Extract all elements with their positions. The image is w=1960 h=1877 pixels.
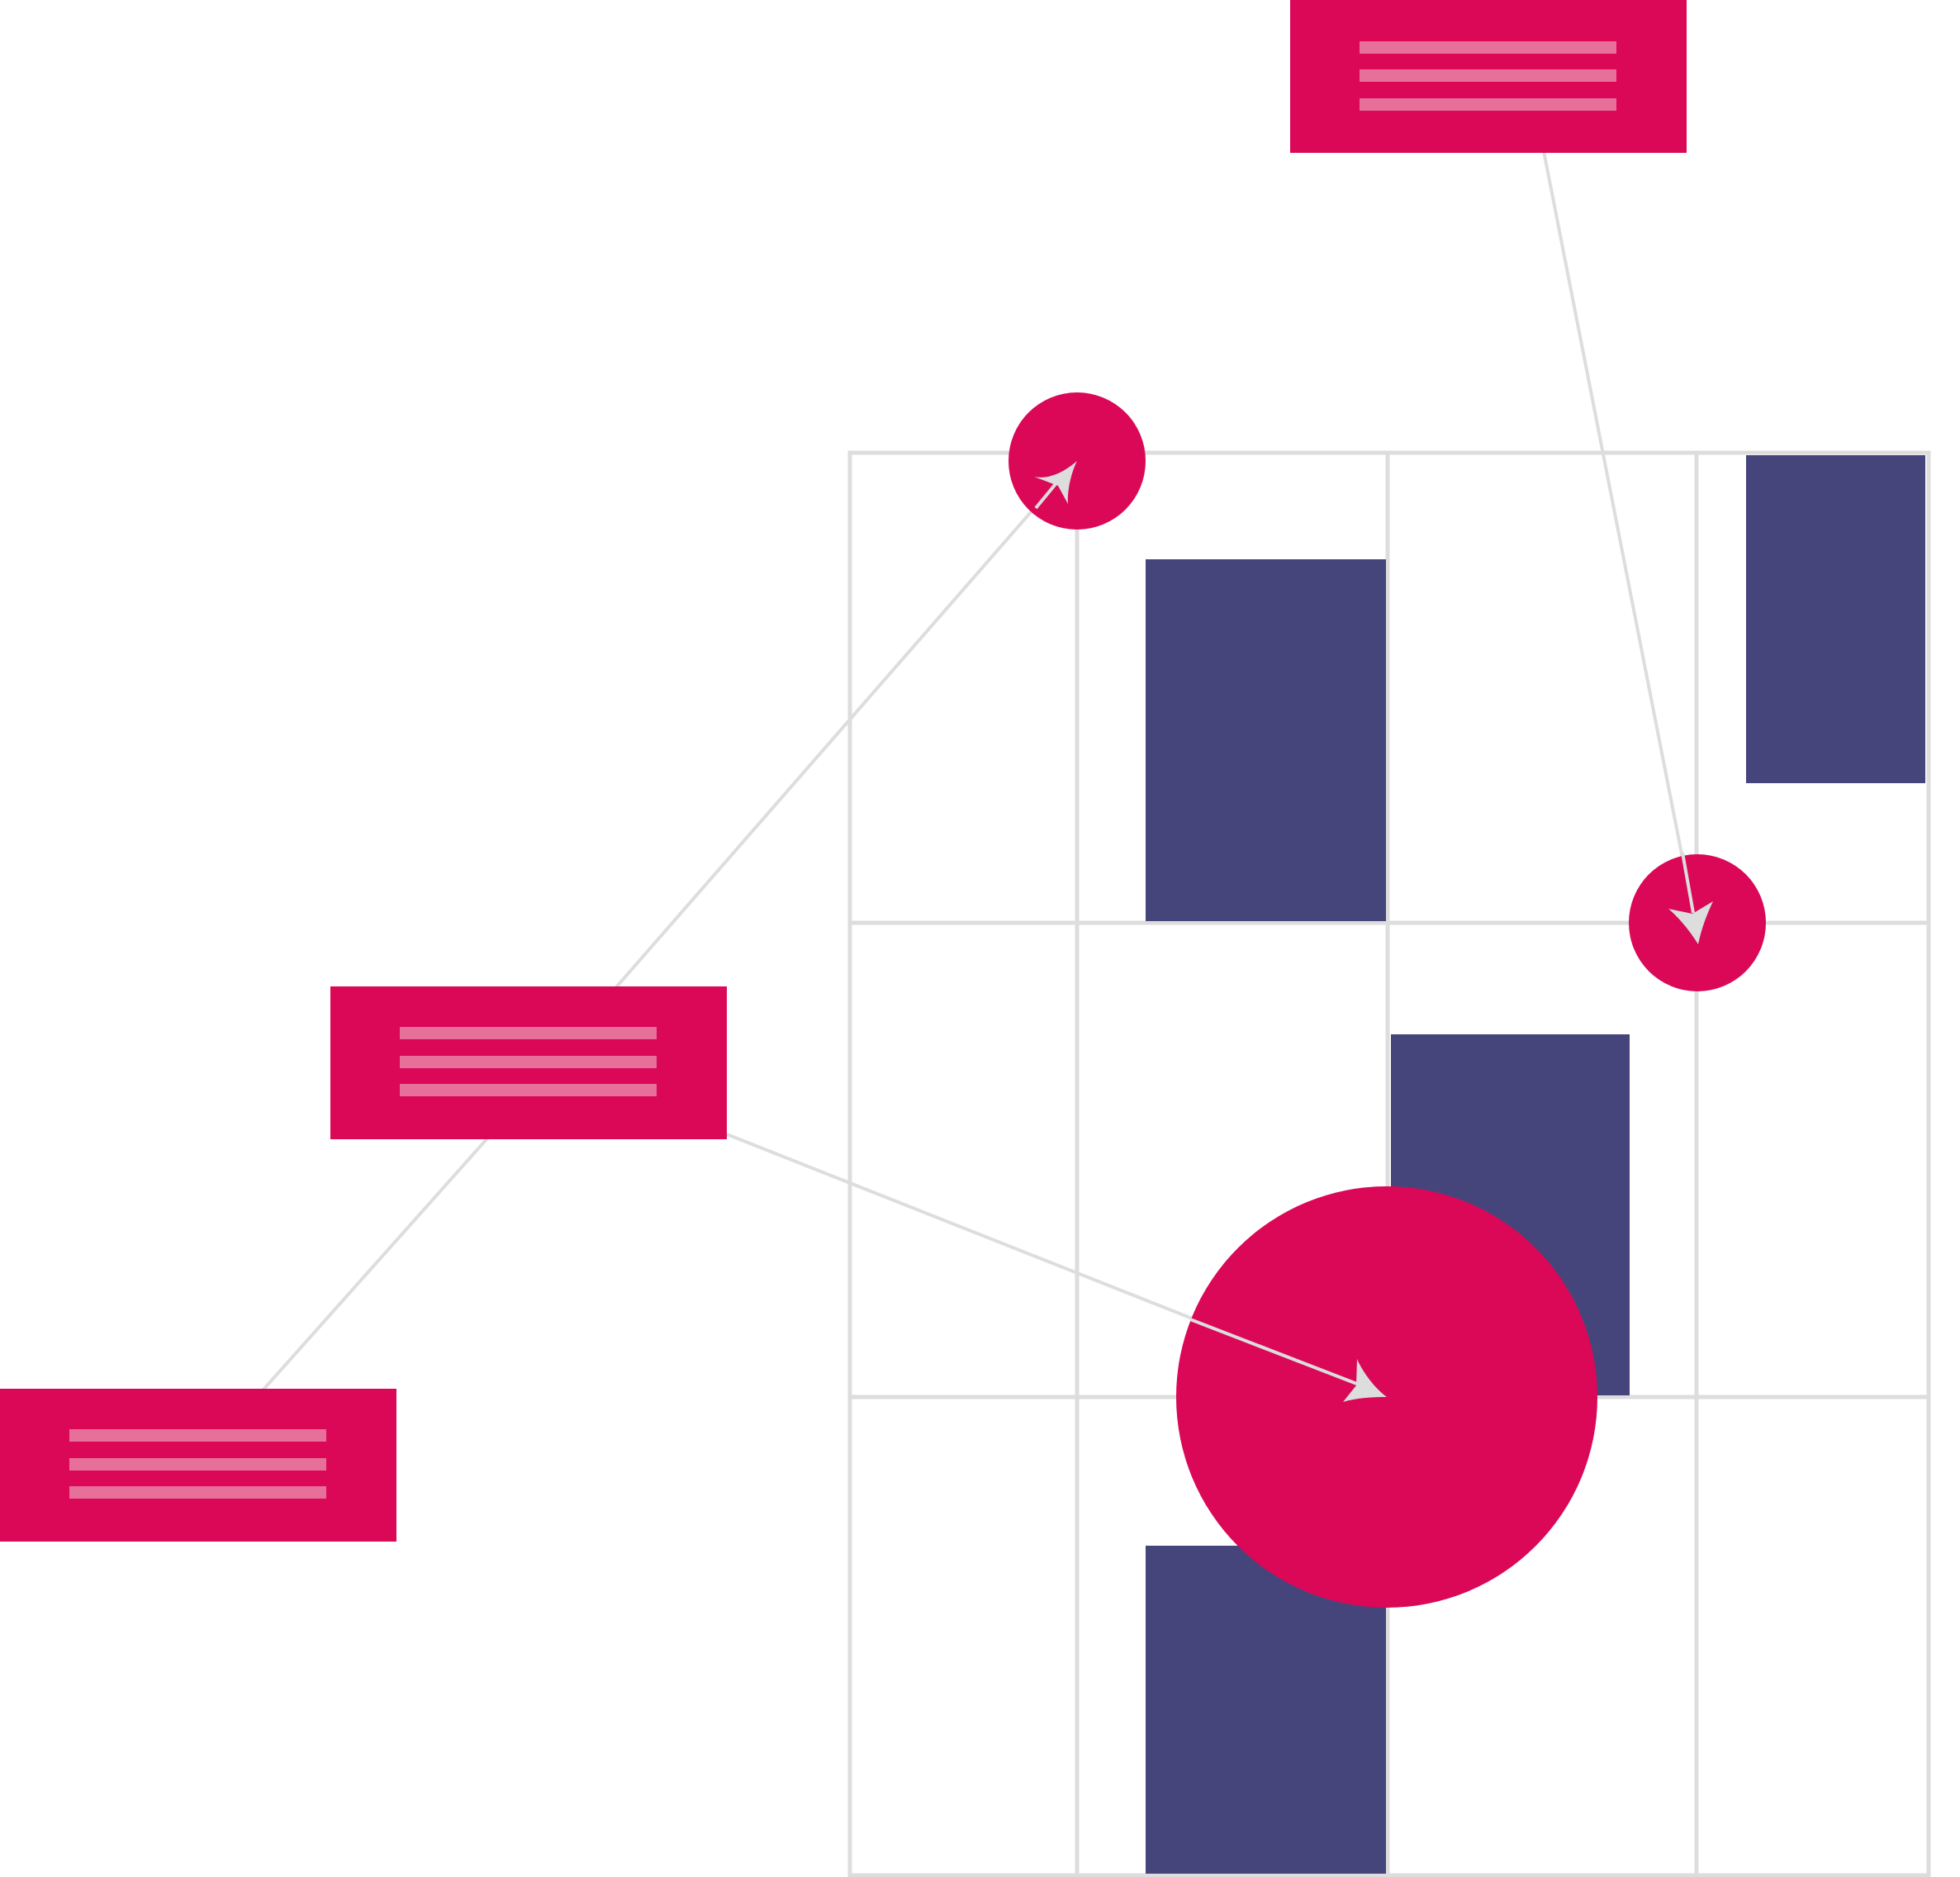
connector-tip-right	[1681, 852, 1695, 914]
text-lines-icon	[69, 1429, 326, 1499]
block-top-right	[1746, 455, 1925, 783]
text-lines-icon	[400, 1027, 657, 1096]
card-bottom-left[interactable]	[0, 1389, 396, 1542]
blocks	[1146, 455, 1925, 1874]
connector-bottom-left-to-middle	[261, 1137, 489, 1392]
arrowhead-icon	[1668, 901, 1713, 944]
arrowhead-icon	[1343, 1359, 1387, 1402]
card-middle-left[interactable]	[330, 986, 727, 1139]
grid	[847, 450, 1931, 1877]
connector-tip-large	[1189, 1318, 1362, 1387]
connector-tip-top	[1034, 478, 1061, 510]
card-top-right[interactable]	[1290, 0, 1687, 153]
cards	[0, 0, 1687, 1542]
connector-middle-to-top-marker	[615, 478, 1061, 989]
block-upper-mid	[1146, 559, 1386, 921]
connector-top-right-to-right-marker	[1542, 150, 1695, 914]
arrowhead-icon	[1034, 461, 1077, 504]
arrowheads	[1034, 461, 1713, 1402]
text-lines-icon	[1360, 41, 1616, 111]
